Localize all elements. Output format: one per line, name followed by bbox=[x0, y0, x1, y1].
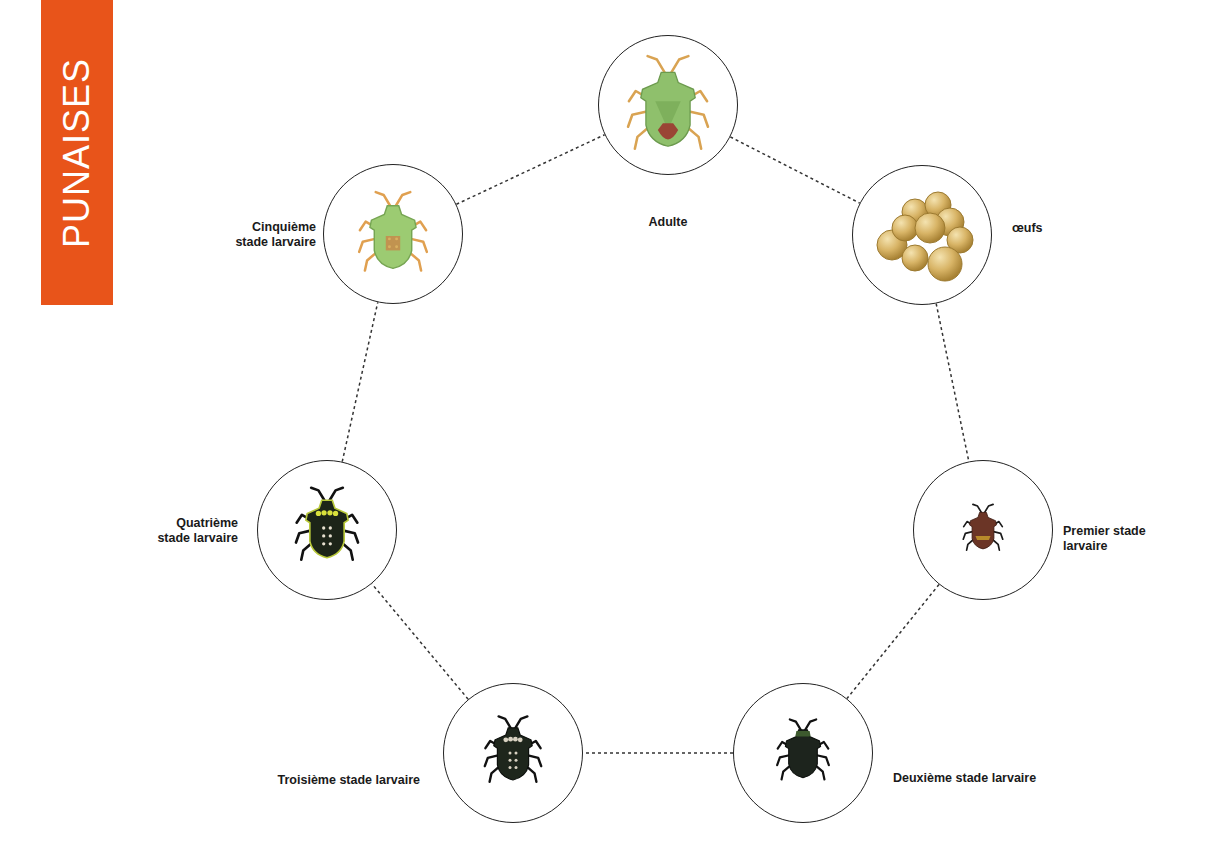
egg-cluster bbox=[877, 192, 973, 281]
stage-circle: Cinquième stade larvaire bbox=[323, 164, 463, 304]
stage-label: Quatrième stade larvaire bbox=[146, 516, 238, 546]
circle-border bbox=[853, 166, 992, 305]
fifth-instar-bug bbox=[359, 192, 427, 270]
first-instar-bug bbox=[963, 504, 1002, 550]
bug-body bbox=[494, 728, 532, 780]
bug-marking bbox=[386, 236, 400, 250]
stage-circle: Adulte bbox=[598, 35, 738, 175]
adult-bug bbox=[628, 56, 708, 149]
bug-spots bbox=[322, 526, 332, 545]
dashed-connector bbox=[730, 137, 859, 203]
circle-outline bbox=[598, 35, 738, 175]
bug-body bbox=[785, 730, 820, 778]
title-bar: PUNAISES bbox=[41, 0, 113, 305]
circle-border bbox=[914, 461, 1053, 600]
bug-body bbox=[370, 206, 416, 269]
dashed-connector bbox=[372, 584, 468, 699]
circle-border bbox=[444, 684, 583, 823]
stage-label: Deuxième stade larvaire bbox=[893, 771, 1036, 786]
fourth-instar-bug bbox=[296, 488, 358, 560]
bug-spots bbox=[503, 737, 522, 769]
bug-membrane bbox=[658, 123, 678, 139]
circle-border bbox=[324, 165, 463, 304]
stage-circle: œufs bbox=[852, 165, 992, 305]
bug-body bbox=[970, 512, 997, 549]
stage-circle: Quatrième stade larvaire bbox=[257, 460, 397, 600]
stage-label: œufs bbox=[1012, 221, 1043, 236]
stage-label: Troisième stade larvaire bbox=[278, 773, 420, 788]
circle-border bbox=[258, 461, 397, 600]
bug-legs bbox=[777, 719, 829, 779]
circle-border bbox=[734, 684, 873, 823]
bug-legs bbox=[296, 488, 358, 560]
circle-outline bbox=[323, 164, 463, 304]
circle-outline bbox=[733, 683, 873, 823]
bug-marking bbox=[975, 536, 990, 540]
bug-body bbox=[306, 500, 348, 557]
bug-legs bbox=[359, 192, 427, 270]
circle-border bbox=[599, 36, 738, 175]
bug-marking bbox=[795, 731, 810, 737]
stage-label: Premier stade larvaire bbox=[1063, 524, 1155, 554]
second-instar-bug bbox=[777, 719, 829, 779]
bug-spots bbox=[388, 237, 398, 248]
bug-spots bbox=[316, 510, 338, 516]
dashed-connector bbox=[936, 304, 969, 462]
bug-body bbox=[641, 72, 695, 146]
circle-outline bbox=[257, 460, 397, 600]
bug-legs bbox=[628, 56, 708, 149]
dashed-connector bbox=[342, 302, 378, 461]
third-instar-bug bbox=[485, 716, 541, 781]
circle-outline bbox=[443, 683, 583, 823]
dashed-connector bbox=[847, 584, 939, 698]
stage-circle: Deuxième stade larvaire bbox=[733, 683, 873, 823]
stage-circle: Troisième stade larvaire bbox=[443, 683, 583, 823]
bug-legs bbox=[485, 716, 541, 781]
title: PUNAISES bbox=[56, 57, 98, 247]
circle-outline bbox=[852, 165, 992, 305]
dashed-connector bbox=[583, 752, 733, 754]
stage-label: Adulte bbox=[598, 215, 738, 230]
stage-circle: Premier stade larvaire bbox=[913, 460, 1053, 600]
stage-label: Cinquième stade larvaire bbox=[224, 220, 316, 250]
dashed-connector bbox=[456, 135, 604, 205]
bug-legs bbox=[963, 504, 1002, 550]
circle-outline bbox=[913, 460, 1053, 600]
